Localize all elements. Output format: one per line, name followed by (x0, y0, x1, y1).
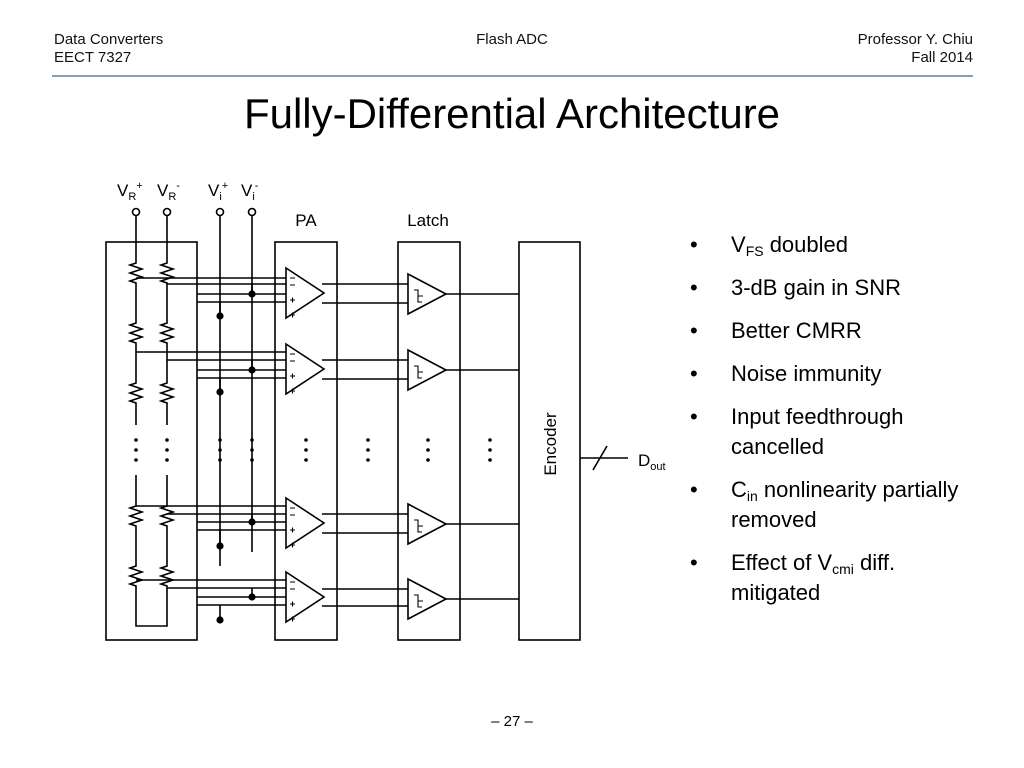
course-code: EECT 7327 (54, 49, 132, 66)
comparator-stage-2 (136, 342, 519, 396)
digital-output (580, 445, 628, 471)
vi-plus-label: Vi+ (208, 180, 228, 203)
header-right: Professor Y. Chiu Fall 2014 (858, 31, 973, 67)
encoder-label: Encoder (541, 412, 560, 476)
comparator-stage-4 (136, 570, 519, 624)
bullet-item: VFS doubled (690, 230, 990, 260)
vr-plus-label: VR+ (117, 180, 143, 203)
topic-name: Flash ADC (476, 31, 548, 48)
ellipsis-dots (134, 438, 492, 462)
bullet-item: 3-dB gain in SNR (690, 273, 990, 303)
bullet-item: Better CMRR (690, 316, 990, 346)
page-number: – 27 – (491, 713, 533, 730)
bullet-item: Noise immunity (690, 359, 990, 389)
vi-minus-label: Vi- (241, 180, 259, 203)
slide-title: Fully-Differential Architecture (243, 90, 781, 137)
latch-block (397, 241, 461, 641)
input-terminals (131, 207, 257, 217)
vr-minus-label: VR- (157, 180, 180, 203)
resistor-ladder-block (105, 241, 198, 641)
dout-label: Dout (638, 451, 666, 473)
bullet-item: Effect of Vcmi diff. mitigated (690, 548, 990, 608)
comparator-stage-3 (136, 496, 519, 550)
comparator-stage-1 (136, 266, 519, 320)
semester: Fall 2014 (911, 49, 973, 66)
bullet-item: Input feedthrough cancelled (690, 402, 990, 462)
course-name: Data Converters (54, 31, 164, 48)
header-center: Flash ADC (0, 31, 1024, 49)
latch-label: Latch (407, 211, 449, 230)
header-divider (52, 75, 973, 77)
bullet-item: Cin nonlinearity partially removed (690, 475, 990, 535)
resistor-ladders (127, 215, 176, 627)
pa-block (274, 241, 338, 641)
pa-label: PA (295, 211, 317, 230)
encoder-block (518, 241, 581, 641)
bullet-list: VFS doubled 3-dB gain in SNR Better CMRR… (690, 230, 990, 621)
header-left: Data Converters EECT 7327 (54, 31, 163, 67)
instructor-name: Professor Y. Chiu (857, 31, 973, 48)
